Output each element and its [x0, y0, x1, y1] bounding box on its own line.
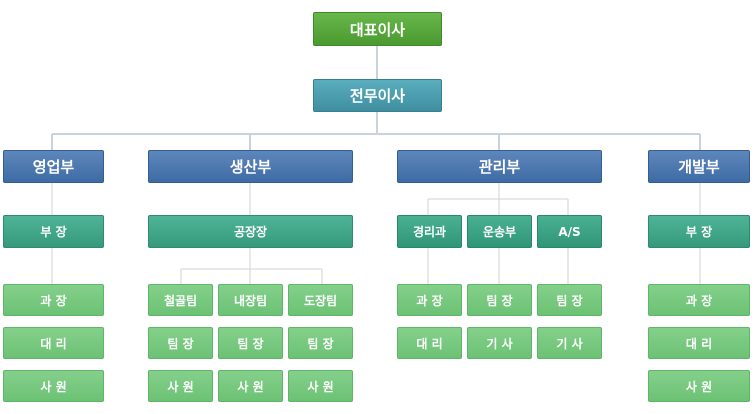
production-rank-box: 팀 장	[288, 327, 353, 359]
management-team-box: A/S	[537, 215, 602, 248]
management-team-box: 경리과	[397, 215, 462, 248]
ceo-box: 대표이사	[313, 12, 442, 46]
development-head-box: 부 장	[648, 215, 750, 248]
management-rank-box: 기 사	[537, 327, 602, 359]
production-rank-box: 팀 장	[148, 327, 213, 359]
production-rank-box: 사 원	[148, 370, 213, 402]
development-rank-box: 대 리	[648, 327, 750, 359]
management-rank-box: 대 리	[397, 327, 462, 359]
dept-management: 관리부	[397, 150, 602, 183]
production-team-box: 내장팀	[218, 284, 283, 316]
management-rank-box: 기 사	[467, 327, 532, 359]
production-team-box: 도장팀	[288, 284, 353, 316]
sales-head-box: 부 장	[3, 215, 104, 248]
sales-rank-box: 사 원	[3, 370, 104, 402]
management-rank-box: 팀 장	[467, 284, 532, 316]
production-team-box: 철골팀	[148, 284, 213, 316]
production-rank-box: 팀 장	[218, 327, 283, 359]
dept-production: 생산부	[148, 150, 353, 183]
production-head-box: 공장장	[148, 215, 353, 248]
development-rank-box: 사 원	[648, 370, 750, 402]
management-rank-box: 과 장	[397, 284, 462, 316]
sales-rank-box: 대 리	[3, 327, 104, 359]
sales-rank-box: 과 장	[3, 284, 104, 316]
management-rank-box: 팀 장	[537, 284, 602, 316]
management-team-box: 운송부	[467, 215, 532, 248]
development-rank-box: 과 장	[648, 284, 750, 316]
dept-development: 개발부	[648, 150, 750, 183]
production-rank-box: 사 원	[288, 370, 353, 402]
production-rank-box: 사 원	[218, 370, 283, 402]
dept-sales: 영업부	[3, 150, 104, 183]
managing-director-box: 전무이사	[313, 79, 442, 112]
